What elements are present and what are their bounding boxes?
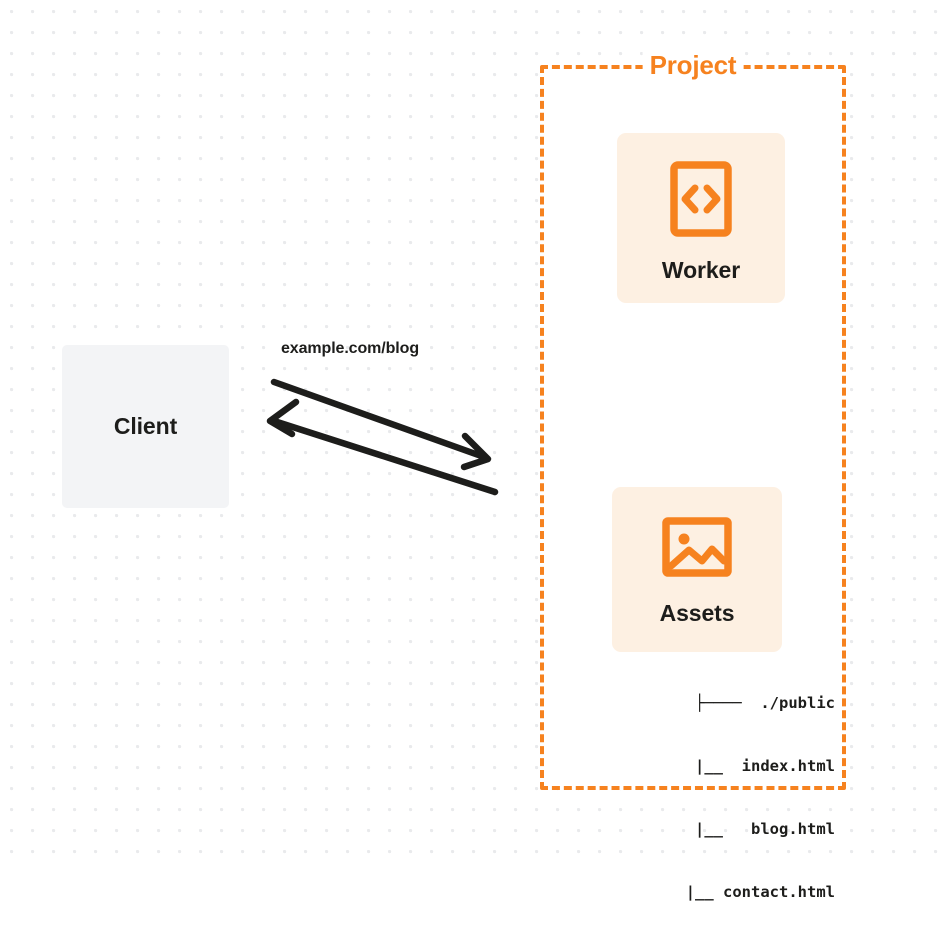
file-tree-row: |__ index.html (657, 757, 835, 775)
project-container: Project Worker Assets ├──── ./public |__… (540, 52, 846, 901)
worker-label: Worker (661, 257, 741, 283)
file-tree-row: |__ blog.html (657, 820, 835, 838)
worker-card[interactable]: Worker (617, 133, 785, 303)
file-tree-row: |__ contact.html (685, 883, 835, 901)
client-node[interactable]: Client (62, 345, 229, 508)
file-tree: ├──── ./public |__ index.html |__ blog.h… (590, 651, 835, 945)
project-title: Project (642, 52, 744, 78)
client-label: Client (113, 413, 178, 439)
image-icon (662, 516, 732, 578)
assets-card[interactable]: Assets (612, 487, 782, 652)
file-tree-row: ├──── ./public (695, 694, 835, 712)
assets-label: Assets (659, 600, 735, 626)
code-brackets-icon (670, 161, 732, 237)
request-url-label: example.com/blog (281, 340, 419, 357)
